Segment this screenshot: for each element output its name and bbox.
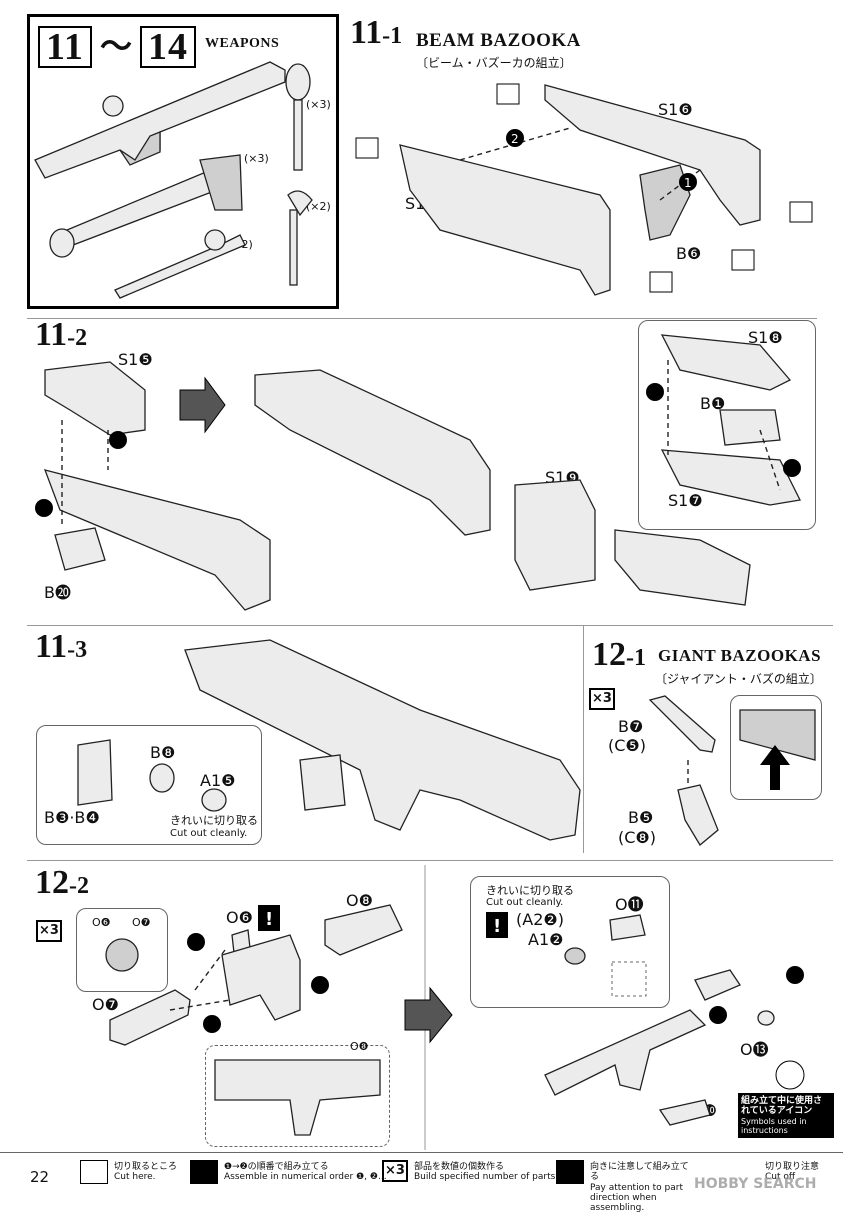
part-s1-10: S1❿ — [405, 194, 440, 213]
svg-text:2: 2 — [511, 132, 519, 146]
count-legend-icon: ×3 — [382, 1160, 408, 1182]
weapons-box — [27, 14, 339, 309]
attention-legend-icon — [556, 1160, 584, 1184]
weapons-num-end: 14 — [140, 26, 196, 68]
step-11-1-number: 11-1 — [350, 14, 403, 51]
step-12-1-panel — [583, 625, 833, 853]
watermark: HOBBY SEARCH — [694, 1176, 817, 1192]
qty-badge-12-1: ×3 — [589, 688, 615, 710]
part-s1-6: S1❻ — [658, 100, 693, 119]
step-11-3-panel — [27, 625, 583, 853]
part-o10: O❿ — [690, 1101, 717, 1120]
part-s1-9: S1❾ — [545, 468, 580, 487]
part-a2-2: (A2❷) — [516, 910, 564, 929]
step-11-2-panel — [27, 318, 817, 618]
part-a1-2: A1❷ — [528, 930, 564, 949]
part-o8: O❽ — [346, 891, 373, 910]
part-o8-small: O❽ — [350, 1040, 369, 1053]
part-b6: B❻ — [676, 244, 702, 263]
weapons-num-start: 11 — [38, 26, 92, 68]
cut-clean-en: Cut out cleanly. — [170, 828, 248, 839]
part-c5: (C❺) — [608, 736, 646, 755]
part-o6-small: O❻ — [92, 916, 111, 929]
svg-text:1: 1 — [684, 176, 692, 190]
cut-clean-jp: きれいに切り取る — [170, 814, 258, 827]
part-b3-b4: B❸·B❹ — [44, 808, 100, 827]
step-12-1-number: 12-1 — [592, 636, 646, 673]
page-number: 22 — [30, 1168, 50, 1186]
step-12-1-title: GIANT BAZOOKAS — [658, 646, 822, 665]
part-b7: B❼ — [618, 717, 644, 736]
subassembly-box — [638, 320, 816, 530]
part-b1: B❶ — [700, 394, 726, 413]
qty-badge-12-2: ×3 — [36, 920, 62, 942]
step-12-1-jp: 〔ジャイアント・バズの組立〕 — [655, 672, 822, 686]
cut-clean-en-2: Cut out cleanly. — [486, 897, 564, 908]
part-o7-small: O❼ — [132, 916, 151, 929]
step-12-2-color-box — [76, 908, 168, 992]
weapons-tilde: ～ — [100, 28, 134, 64]
part-o11: O⓫ — [615, 895, 644, 914]
cut-clean-jp-2: きれいに切り取る — [486, 884, 574, 897]
part-o13: O⓭ — [740, 1040, 769, 1059]
part-b5: B❺ — [628, 808, 654, 827]
step-11-1-title: BEAM BAZOOKA — [416, 30, 581, 51]
part-a1-5: A1❺ — [200, 771, 236, 790]
footer-rule — [0, 1152, 843, 1153]
weapon-count-2: (×3) — [244, 152, 269, 165]
weapon-count-3: (×2) — [306, 200, 331, 213]
step-12-2-panel — [27, 860, 833, 1150]
part-b8: B❽ — [150, 743, 176, 762]
part-s1-5: S1❺ — [118, 350, 153, 369]
step-11-1-jp: 〔ビーム・バズーカの組立〕 — [416, 56, 572, 70]
part-o6: O❻ — [226, 908, 253, 927]
step-11-2-number: 11-2 — [35, 316, 88, 353]
step-12-1-zoom-box — [730, 695, 822, 800]
part-s1-8: S1❽ — [748, 328, 783, 347]
part-b20: B⓴ — [44, 583, 71, 602]
step-12-2-detail-box — [205, 1045, 390, 1147]
order-legend-icon — [190, 1160, 218, 1184]
weapons-label: WEAPONS — [205, 36, 280, 51]
weapon-count-1: (×3) — [306, 98, 331, 111]
step-12-2-number: 12-2 — [35, 864, 89, 901]
scissors-legend-icon — [80, 1160, 108, 1184]
step-11-3-number: 11-3 — [35, 628, 88, 665]
part-c8: (C❽) — [618, 828, 656, 847]
part-o7: O❼ — [92, 995, 119, 1014]
part-s1-7: S1❼ — [668, 491, 703, 510]
weapon-count-4: (×2) — [228, 238, 253, 251]
